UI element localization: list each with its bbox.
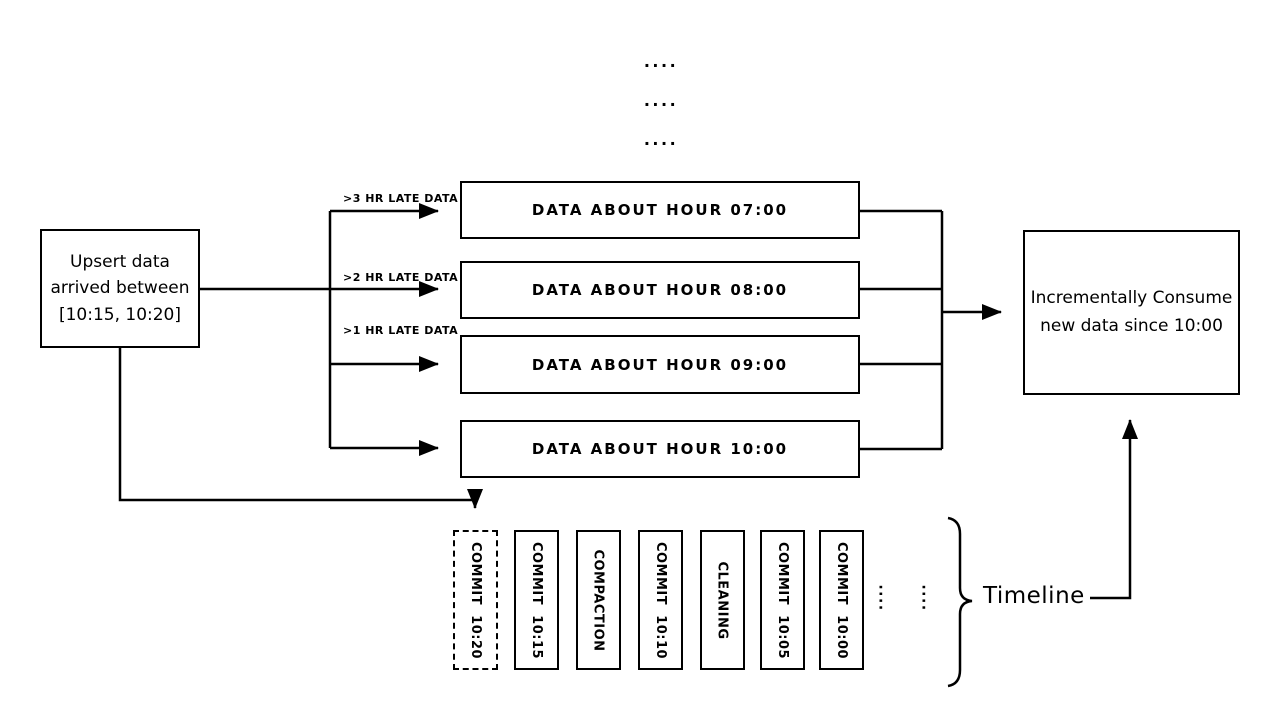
timeline-event-label: COMMIT 10:20 (468, 541, 484, 659)
timeline-event-cleaning: CLEANING (700, 530, 745, 670)
timeline-ellipsis-dots: .... (876, 584, 892, 612)
top-ellipsis-row: .... (643, 91, 679, 110)
data-box-label: DATA ABOUT HOUR 09:00 (531, 355, 789, 374)
timeline-event-compaction: COMPACTION (576, 530, 621, 670)
timeline-event-commit-1020: COMMIT 10:20 (453, 530, 498, 670)
upsert-data-box: Upsert data arrived between [10:15, 10:2… (40, 229, 200, 348)
data-box-hour-0800: DATA ABOUT HOUR 08:00 (460, 261, 860, 319)
upsert-data-text: Upsert data arrived between [10:15, 10:2… (50, 251, 190, 325)
timeline-event-commit-1015: COMMIT 10:15 (514, 530, 559, 670)
timeline-event-commit-1010: COMMIT 10:10 (638, 530, 683, 670)
data-box-label: DATA ABOUT HOUR 10:00 (531, 440, 789, 458)
top-ellipsis-row: .... (643, 130, 679, 149)
incremental-consume-text: Incrementally Consume new data since 10:… (1030, 288, 1233, 336)
timeline-to-consume-arrow (1090, 419, 1138, 600)
timeline-event-commit-1000: COMMIT 10:00 (819, 530, 864, 670)
timeline-event-label: CLEANING (715, 560, 731, 640)
late-data-label-2hr: >2 HR LATE DATA (343, 271, 459, 284)
late-data-label-3hr: >3 HR LATE DATA (343, 192, 459, 205)
late-data-label-1hr: >1 HR LATE DATA (343, 324, 459, 337)
data-box-hour-1000: DATA ABOUT HOUR 10:00 (460, 420, 860, 478)
timeline-event-label: COMMIT 10:15 (529, 541, 545, 659)
timeline-event-label: COMMIT 10:00 (834, 541, 850, 659)
data-box-label: DATA ABOUT HOUR 07:00 (531, 201, 789, 219)
timeline-event-label: COMMIT 10:05 (775, 541, 791, 659)
timeline-ellipsis-dots: .... (919, 584, 935, 612)
timeline-ellipsis: .... (869, 583, 899, 613)
timeline-event-label: COMMIT 10:10 (653, 541, 669, 659)
arrow-to-commit-1020 (118, 348, 483, 509)
data-box-hour-0900: DATA ABOUT HOUR 09:00 (460, 335, 860, 394)
data-box-label: DATA ABOUT HOUR 08:00 (531, 281, 789, 299)
timeline-brace (947, 516, 973, 688)
incremental-consume-box: Incrementally Consume new data since 10:… (1023, 230, 1240, 395)
data-box-hour-0700: DATA ABOUT HOUR 07:00 (460, 181, 860, 239)
top-ellipsis-row: .... (643, 52, 679, 71)
timeline-event-label: COMPACTION (591, 548, 607, 652)
timeline-ellipsis: .... (912, 583, 942, 613)
timeline-label: Timeline (983, 583, 1085, 609)
timeline-event-commit-1005: COMMIT 10:05 (760, 530, 805, 670)
